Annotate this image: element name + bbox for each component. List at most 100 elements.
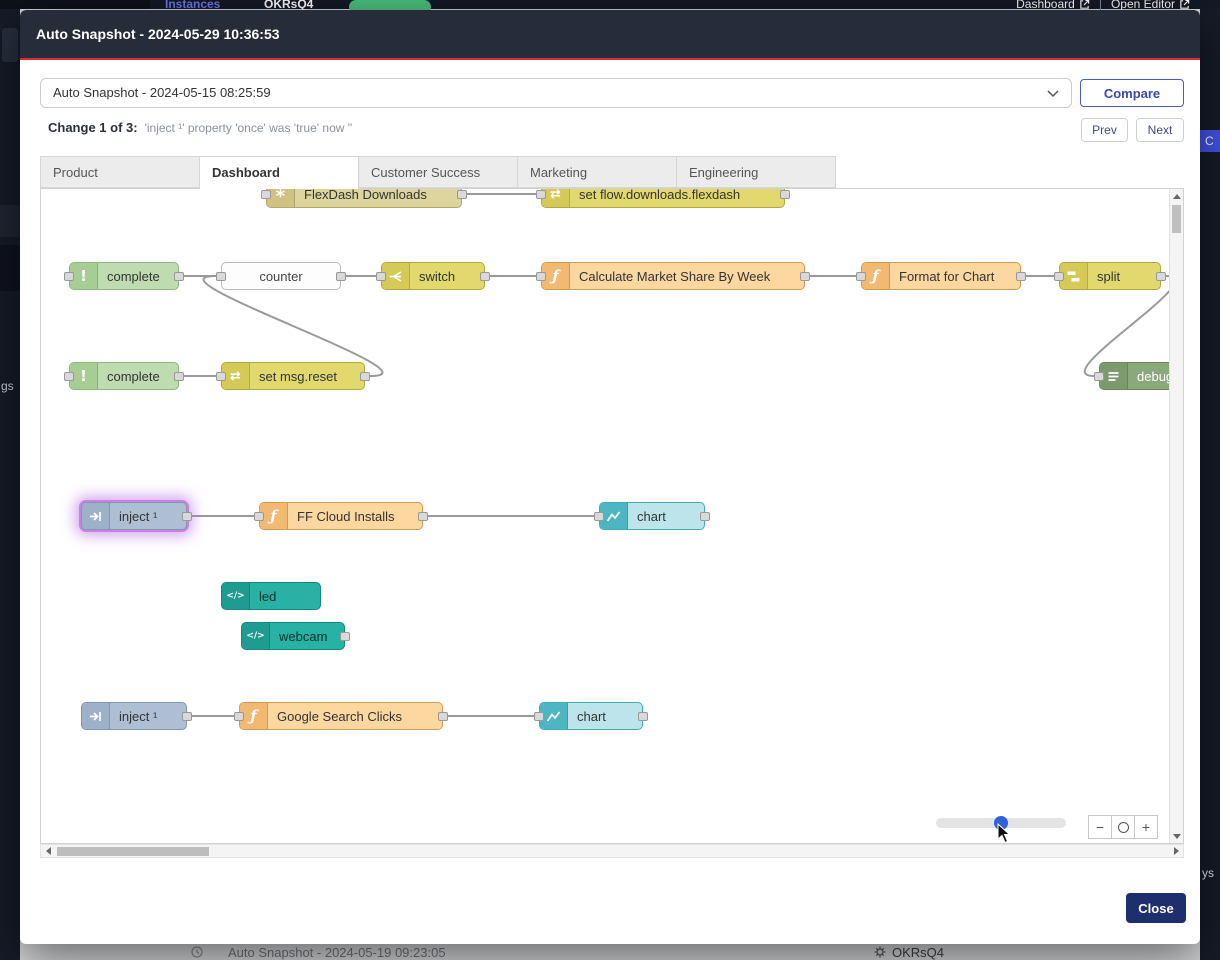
zoom-in-button[interactable]: + xyxy=(1134,815,1158,839)
vertical-scroll-thumb[interactable] xyxy=(1172,205,1181,233)
input-port[interactable] xyxy=(376,272,386,281)
horizontal-scroll-thumb[interactable] xyxy=(57,847,209,856)
tab-marketing[interactable]: Marketing xyxy=(517,156,677,188)
flow-canvas-content[interactable]: *FlexDash Downloads ⇄set flow.downloads.f… xyxy=(41,189,1169,843)
change-node-icon: ⇄ xyxy=(542,189,570,207)
input-port[interactable] xyxy=(856,272,866,281)
background-snapshot-label: Auto Snapshot - 2024-05-19 09:23:05 xyxy=(228,945,446,960)
snapshot-modal: Auto Snapshot - 2024-05-29 10:36:53 Auto… xyxy=(20,10,1200,944)
flow-node-switch1[interactable]: switch xyxy=(381,262,485,290)
next-button[interactable]: Next xyxy=(1136,118,1184,142)
flow-node-led[interactable]: </>led xyxy=(221,582,321,610)
output-port[interactable] xyxy=(336,272,346,281)
tab-engineering[interactable]: Engineering xyxy=(676,156,836,188)
change-node-icon: ⇄ xyxy=(222,363,250,389)
scroll-up-arrow[interactable] xyxy=(1170,189,1184,203)
external-link-icon xyxy=(1179,0,1190,10)
modal-header: Auto Snapshot - 2024-05-29 10:36:53 xyxy=(20,10,1200,60)
output-port[interactable] xyxy=(480,272,490,281)
input-port[interactable] xyxy=(536,272,546,281)
flow-node-google[interactable]: ƒGoogle Search Clicks xyxy=(239,702,443,730)
input-port[interactable] xyxy=(1094,372,1104,381)
flow-node-chart2[interactable]: chart xyxy=(539,702,643,730)
vertical-scrollbar[interactable] xyxy=(1169,189,1183,843)
flow-node-debug1[interactable]: debug xyxy=(1099,362,1169,390)
prev-button[interactable]: Prev xyxy=(1081,118,1128,142)
scroll-right-arrow[interactable] xyxy=(1169,844,1183,858)
output-port[interactable] xyxy=(174,372,184,381)
tab-customer-success[interactable]: Customer Success xyxy=(358,156,518,188)
flow-node-complete1[interactable]: !complete xyxy=(69,262,179,290)
snapshot-select[interactable]: Auto Snapshot - 2024-05-15 08:25:59 xyxy=(40,78,1072,108)
input-port[interactable] xyxy=(594,512,604,521)
flow-node-label: webcam xyxy=(270,623,344,649)
input-port[interactable] xyxy=(64,372,74,381)
input-port[interactable] xyxy=(234,712,244,721)
background-project-label: OKRsQ4 xyxy=(892,945,944,960)
tab-product[interactable]: Product xyxy=(40,156,200,188)
output-port[interactable] xyxy=(438,712,448,721)
flow-node-ffcloud[interactable]: ƒFF Cloud Installs xyxy=(259,502,423,530)
flow-node-split1[interactable]: split xyxy=(1059,262,1161,290)
compare-button[interactable]: Compare xyxy=(1080,79,1184,107)
flow-node-inject2[interactable]: inject ¹ xyxy=(81,702,187,730)
input-port[interactable] xyxy=(254,512,264,521)
input-port[interactable] xyxy=(534,712,544,721)
scroll-left-arrow[interactable] xyxy=(41,844,55,858)
right-nav-active-item[interactable]: C xyxy=(1200,130,1220,152)
scroll-down-arrow[interactable] xyxy=(1170,829,1184,843)
tab-dashboard[interactable]: Dashboard xyxy=(199,156,359,189)
output-port[interactable] xyxy=(780,190,790,199)
flow-node-flexdash[interactable]: *FlexDash Downloads xyxy=(266,189,462,208)
input-port[interactable] xyxy=(1054,272,1064,281)
split-node-icon xyxy=(1060,263,1088,289)
function-node-icon: ƒ xyxy=(862,263,890,289)
zoom-out-button[interactable]: − xyxy=(1088,815,1112,839)
flow-node-complete2[interactable]: !complete xyxy=(69,362,179,390)
flow-canvas[interactable]: *FlexDash Downloads ⇄set flow.downloads.f… xyxy=(40,188,1184,844)
output-port[interactable] xyxy=(457,190,467,199)
app-background-content: Auto Snapshot - 2024-05-19 09:23:05 OKRs… xyxy=(20,944,1200,960)
input-port[interactable] xyxy=(216,372,226,381)
output-port[interactable] xyxy=(1156,272,1166,281)
flow-tabs: Product Dashboard Customer Success Marke… xyxy=(40,156,836,189)
chart-node-icon xyxy=(600,503,628,529)
chart-node-icon xyxy=(540,703,568,729)
complete-node-icon: ! xyxy=(70,363,98,389)
flow-node-inject1[interactable]: inject ¹ xyxy=(81,502,187,530)
flow-node-chart1[interactable]: chart xyxy=(599,502,705,530)
flow-node-label: chart xyxy=(628,503,704,529)
output-port[interactable] xyxy=(800,272,810,281)
flow-node-setflow[interactable]: ⇄set flow.downloads.flexdash xyxy=(541,189,785,208)
zoom-reset-button[interactable] xyxy=(1111,815,1135,839)
sidebar-item-block xyxy=(0,205,20,237)
switch-node-icon xyxy=(382,263,410,289)
flow-node-webcam[interactable]: </>webcam xyxy=(241,622,345,650)
input-port[interactable] xyxy=(261,190,271,199)
external-link-icon xyxy=(1079,0,1090,10)
close-button[interactable]: Close xyxy=(1126,893,1186,923)
app-top-bar-left-segment xyxy=(0,0,150,9)
input-port[interactable] xyxy=(216,272,226,281)
modal-title: Auto Snapshot - 2024-05-29 10:36:53 xyxy=(36,26,280,42)
output-port[interactable] xyxy=(700,512,710,521)
sidebar-item-settings-cut[interactable]: gs xyxy=(1,379,14,393)
input-port[interactable] xyxy=(536,190,546,199)
flow-node-label: FF Cloud Installs xyxy=(288,503,422,529)
output-port[interactable] xyxy=(340,632,350,641)
output-port[interactable] xyxy=(182,712,192,721)
flow-node-setreset[interactable]: ⇄set msg.reset xyxy=(221,362,365,390)
output-port[interactable] xyxy=(1016,272,1026,281)
flow-node-counter[interactable]: counter xyxy=(221,262,341,290)
flow-node-label: split xyxy=(1088,263,1160,289)
output-port[interactable] xyxy=(360,372,370,381)
input-port[interactable] xyxy=(64,272,74,281)
output-port[interactable] xyxy=(638,712,648,721)
output-port[interactable] xyxy=(174,272,184,281)
output-port[interactable] xyxy=(418,512,428,521)
flow-node-format[interactable]: ƒFormat for Chart xyxy=(861,262,1021,290)
flow-node-label: debug xyxy=(1128,363,1169,389)
horizontal-scrollbar[interactable] xyxy=(40,844,1184,858)
flow-node-calc[interactable]: ƒCalculate Market Share By Week xyxy=(541,262,805,290)
output-port[interactable] xyxy=(182,512,192,521)
